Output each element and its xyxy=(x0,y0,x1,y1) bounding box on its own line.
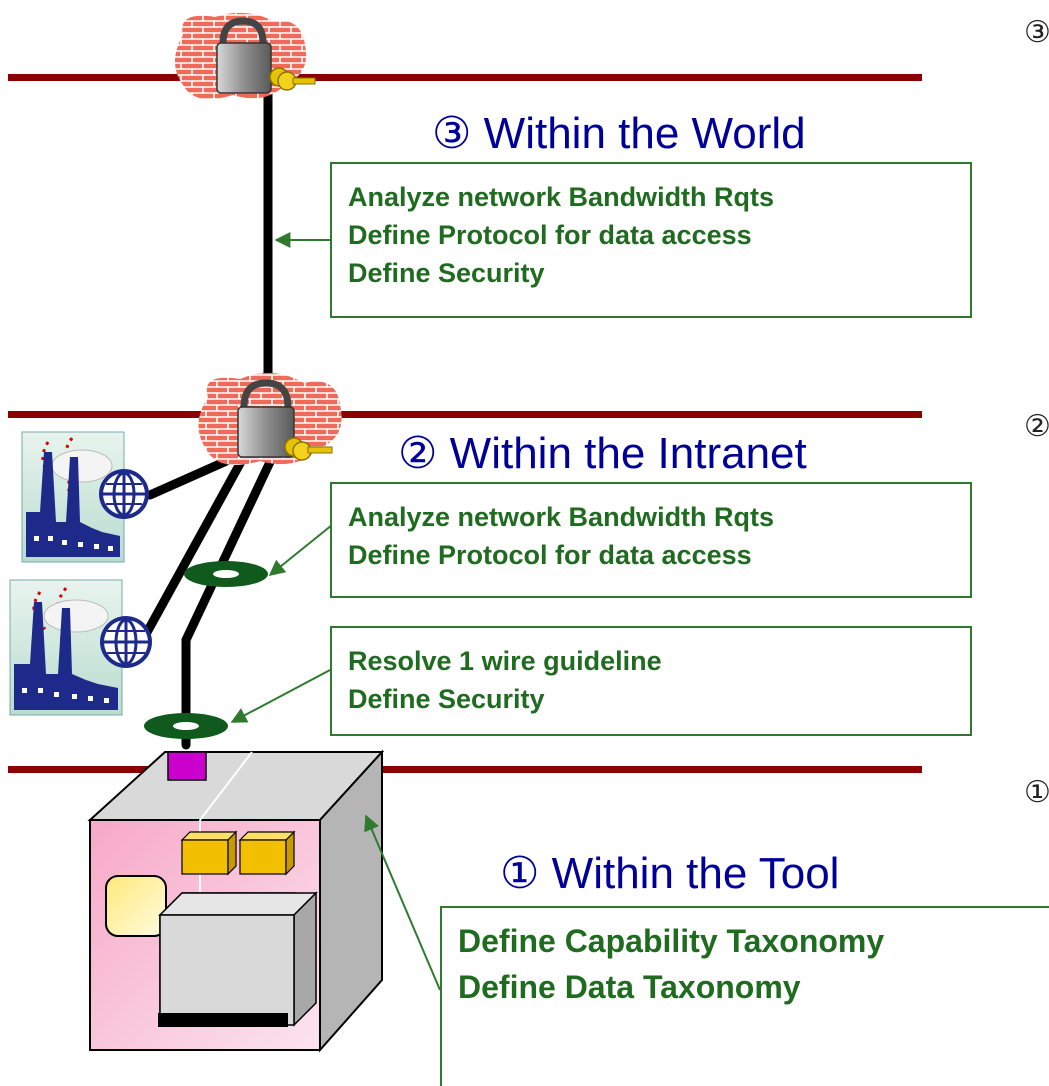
callout-line: Define Protocol for data access xyxy=(348,540,752,570)
firewall-lock-icon xyxy=(198,372,342,465)
callout-line: Define Protocol for data access xyxy=(348,220,752,250)
edge-marker-intranet: ② xyxy=(1024,410,1049,443)
callout-box-intranet: Analyze network Bandwidth Rqts Define Pr… xyxy=(330,482,972,598)
callout-line: Analyze network Bandwidth Rqts xyxy=(348,182,775,212)
callout-line: Define Data Taxonomy xyxy=(458,969,801,1005)
callout-box-tool: Define Capability Taxonomy Define Data T… xyxy=(440,906,1049,1086)
tool-cabinet-icon xyxy=(87,749,385,1053)
callout-line: Define Security xyxy=(348,684,545,714)
factory-globe-icon xyxy=(9,579,152,716)
edge-marker-world: ③ xyxy=(1024,16,1049,49)
heading-within-tool: ① Within the Tool xyxy=(500,849,840,898)
edge-marker-tool: ① xyxy=(1024,776,1049,809)
callout-box-wire: Resolve 1 wire guideline Define Security xyxy=(330,626,972,736)
data-tap-ring-icon xyxy=(184,561,268,587)
boundary-line-world xyxy=(8,74,922,81)
callout-line: Define Capability Taxonomy xyxy=(458,923,885,959)
factory-globe-icon xyxy=(21,431,149,563)
boundary-line-intranet xyxy=(8,411,922,418)
heading-within-intranet: ② Within the Intranet xyxy=(398,429,807,478)
callout-box-world: Analyze network Bandwidth Rqts Define Pr… xyxy=(330,162,972,318)
heading-within-world: ③ Within the World xyxy=(432,109,806,158)
callout-arrows xyxy=(230,232,441,991)
firewall-lock-icon xyxy=(175,12,316,100)
callout-line: Analyze network Bandwidth Rqts xyxy=(348,502,775,532)
callout-line: Define Security xyxy=(348,258,545,288)
boundary-line-tool xyxy=(8,766,922,773)
callout-line: Resolve 1 wire guideline xyxy=(348,646,662,676)
data-tap-ring-icon xyxy=(144,713,228,739)
